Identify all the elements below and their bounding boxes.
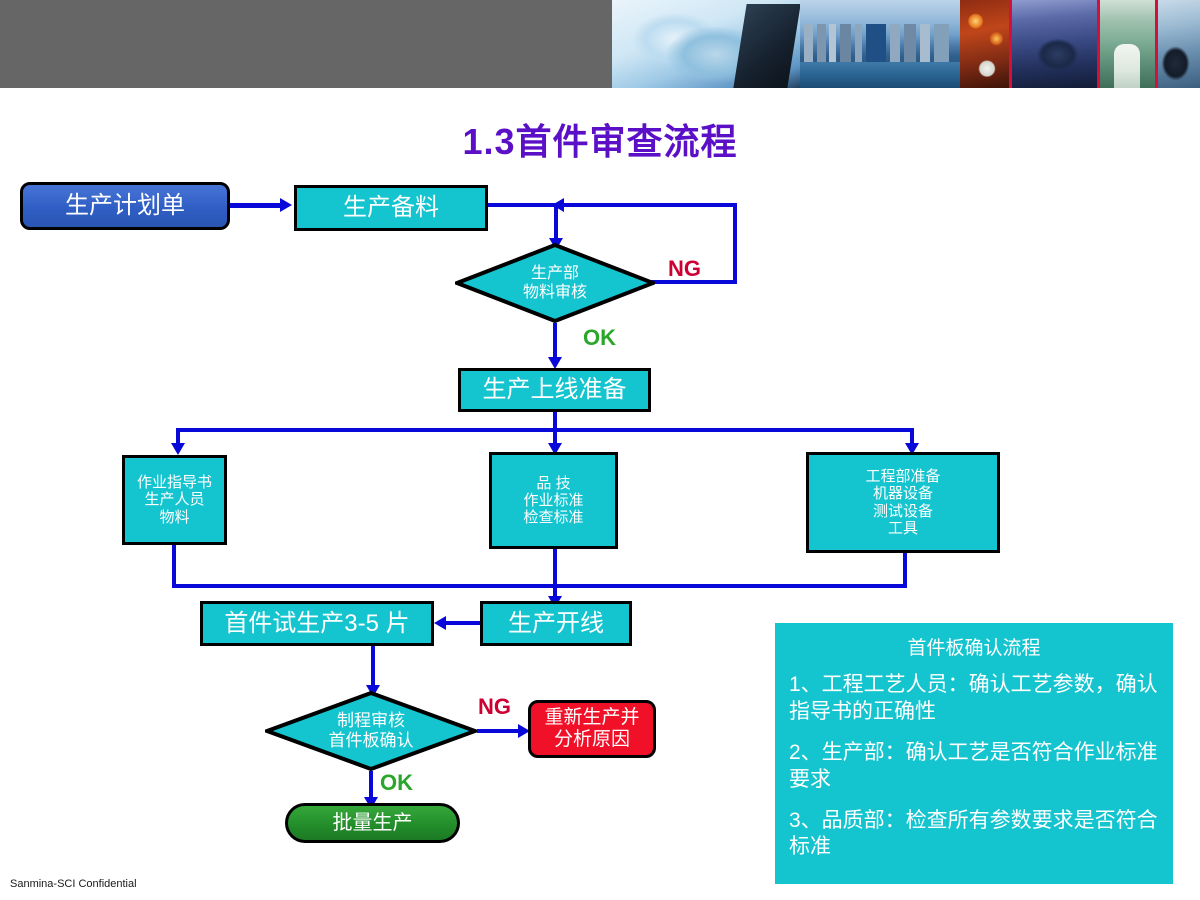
info-panel-item: 3、品质部：检查所有参数要求是否符合标准: [789, 808, 1158, 859]
worker-photo: [1158, 0, 1200, 88]
connector-prep-to-bus: [488, 203, 556, 207]
node-material-review-label: 生产部 物料审核: [522, 264, 587, 301]
connector-bus-down: [554, 203, 558, 243]
connector-ng-top-return: [558, 203, 737, 207]
node-line-start[interactable]: 生产开线: [480, 601, 632, 646]
node-branch-work-instruction[interactable]: 作业指导书 生产人员 物料: [122, 455, 227, 545]
industrial-furnace-photo: [960, 0, 1012, 88]
arrow-left-icon: [552, 198, 564, 212]
diamond-outline-icon: [455, 243, 655, 323]
aerial-equipment-photo: [1012, 0, 1100, 88]
connector-branch-right-drop: [910, 428, 914, 448]
connector-ng-top-vertical: [733, 203, 737, 284]
node-line-preparation[interactable]: 生产上线准备: [458, 368, 651, 412]
node-process-review-label: 制程审核 首件板确认: [328, 710, 414, 750]
footer-confidentiality-text: Sanmina-SCI Confidential: [10, 878, 137, 890]
node-branch-engineering[interactable]: 工程部准备 机器设备 测试设备 工具: [806, 452, 1000, 553]
arrow-left-icon: [434, 616, 446, 630]
connector-lineprep-down: [553, 412, 557, 432]
strip-divider: [1097, 0, 1100, 88]
arrow-down-icon: [548, 357, 562, 369]
connector-branch-middle-drop: [553, 428, 557, 448]
connector-merge-bus: [172, 584, 907, 588]
edge-label-ok-top: OK: [583, 325, 616, 350]
handshake-photo: [612, 0, 800, 88]
node-process-review[interactable]: 制程审核 首件板确认: [265, 691, 477, 771]
node-material-review[interactable]: 生产部 物料审核: [455, 243, 655, 323]
connector-review-to-lineprep: [553, 323, 557, 361]
node-mass-production-label: 批量生产: [332, 811, 413, 834]
node-first-article-trial-label: 首件试生产3-5 片: [224, 609, 410, 637]
node-material-prep-label: 生产备料: [343, 194, 439, 222]
node-line-preparation-label: 生产上线准备: [482, 376, 627, 404]
connector-review-to-mass: [369, 771, 373, 802]
info-panel-title: 首件板确认流程: [907, 638, 1041, 659]
connector-branch-left-drop: [176, 428, 180, 448]
connector-merge-middle-vertical: [553, 549, 557, 588]
node-mass-production[interactable]: 批量生产: [285, 803, 460, 843]
node-production-plan[interactable]: 生产计划单: [20, 182, 230, 230]
connector-linestart-to-trial: [446, 621, 482, 625]
edge-label-ng-bottom: NG: [478, 694, 511, 719]
page-title: 1.3首件审查流程: [462, 121, 738, 162]
arrow-right-icon: [280, 198, 292, 212]
connector-review-to-rework: [477, 729, 523, 733]
cityscape-photo: [800, 0, 960, 88]
info-panel: 首件板确认流程 1、工程工艺人员：确认工艺参数，确认指导书的正确性 2、生产部：…: [775, 623, 1173, 884]
header-banner: [0, 0, 1200, 88]
connector-branch-bus: [176, 428, 914, 432]
connector-merge-right-vertical: [903, 553, 907, 588]
info-panel-item: 1、工程工艺人员：确认工艺参数，确认指导书的正确性: [789, 673, 1158, 723]
connector-ng-top-horizontal: [645, 280, 737, 284]
strip-divider: [1155, 0, 1158, 88]
connector-trial-to-review: [371, 646, 375, 690]
info-panel-item: 2、生产部：确认工艺是否符合作业标准要求: [789, 740, 1158, 791]
arrow-down-icon: [171, 443, 185, 455]
diamond-outline-icon: [265, 691, 477, 771]
connector-plan-to-prep: [230, 203, 282, 208]
node-rework[interactable]: 重新生产并 分析原因: [528, 700, 656, 758]
laboratory-photo: [1100, 0, 1158, 88]
node-production-plan-label: 生产计划单: [65, 192, 185, 220]
connector-merge-left-vertical: [172, 545, 176, 588]
connector-merge-to-linestart: [553, 584, 557, 600]
header-gray-block: [0, 0, 612, 88]
node-line-start-label: 生产开线: [508, 609, 604, 637]
edge-label-ok-bottom: OK: [380, 770, 413, 795]
node-branch-quality-tech[interactable]: 品 技 作业标准 检查标准: [489, 452, 618, 549]
node-first-article-trial[interactable]: 首件试生产3-5 片: [200, 601, 434, 646]
strip-divider: [1009, 0, 1012, 88]
node-material-prep[interactable]: 生产备料: [294, 185, 488, 231]
arrow-right-icon: [518, 724, 530, 738]
edge-label-ng-top: NG: [668, 256, 701, 281]
